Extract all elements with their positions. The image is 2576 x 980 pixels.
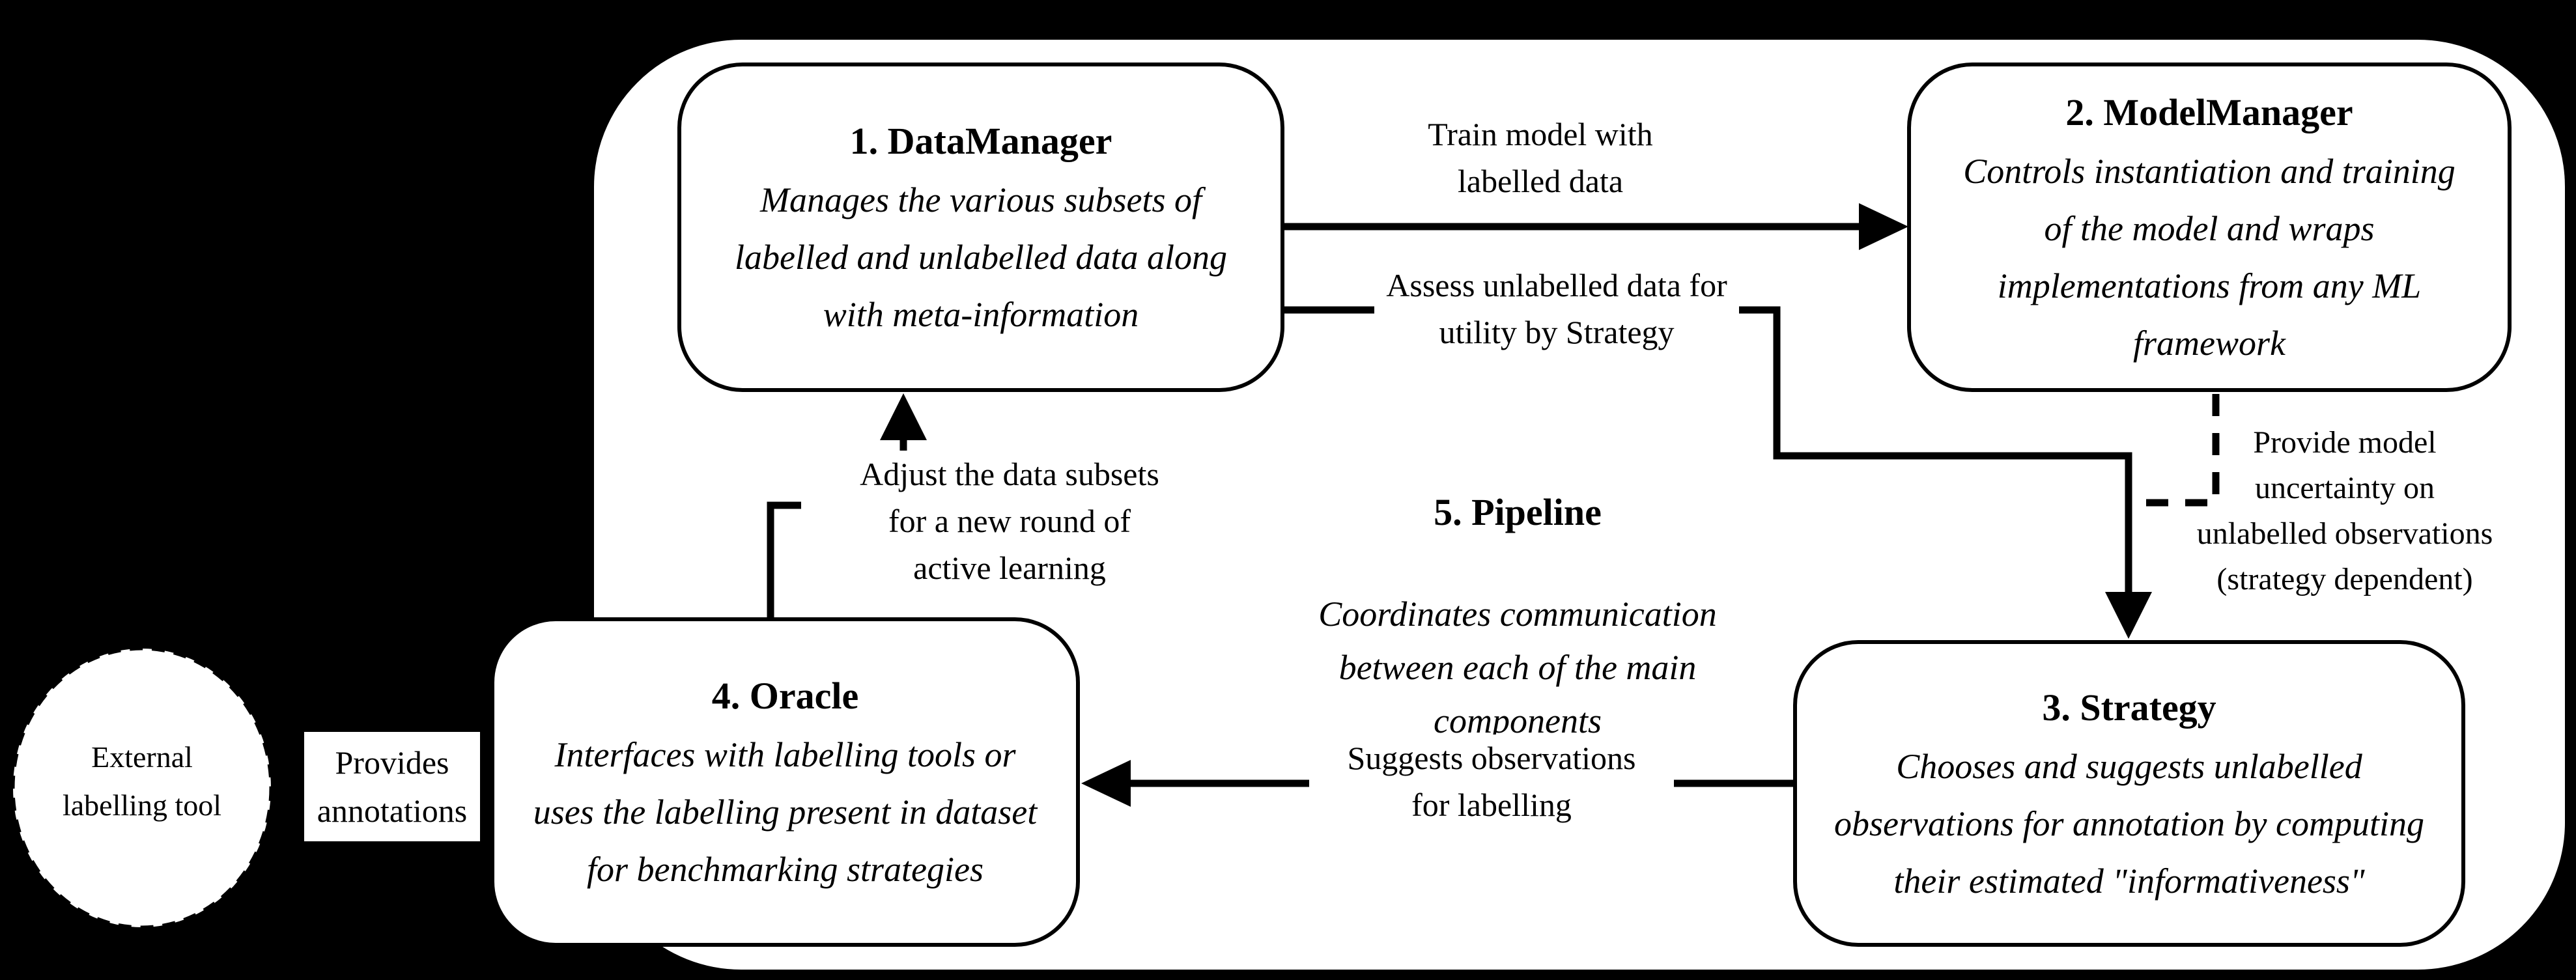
- data-manager-description: Manages the various subsets of labelled …: [735, 180, 1227, 334]
- edge-label-model-uncertainty: Provide model uncertainty on unlabelled …: [2196, 425, 2493, 596]
- strategy-title: 3. Strategy: [2042, 686, 2216, 729]
- arrowhead-into-strategy: [2105, 592, 2152, 639]
- node-oracle: 4. Oracle Interfaces with labelling tool…: [490, 617, 1080, 947]
- node-strategy: 3. Strategy Chooses and suggests unlabel…: [1793, 640, 2465, 947]
- pipeline-title: 5. Pipeline: [1434, 491, 1602, 533]
- model-manager-description: Controls instantiation and training of t…: [1963, 152, 2456, 363]
- edge-label-assess-unlabelled: Assess unlabelled data for utility by St…: [1374, 262, 1739, 356]
- edge-label-suggests-observations: Suggests observations for labelling: [1309, 735, 1674, 828]
- external-labelling-tool-label: External labelling tool: [62, 740, 221, 822]
- edge-label-train-model: Train model with labelled data: [1428, 116, 1653, 199]
- node-model-manager: 2. ModelManager Controls instantiation a…: [1907, 63, 2512, 392]
- node-data-manager: 1. DataManager Manages the various subse…: [677, 63, 1284, 392]
- arrowhead-into-datamanager: [880, 393, 927, 440]
- oracle-description: Interfaces with labelling tools or uses …: [533, 735, 1038, 889]
- pipeline-description: Coordinates communication between each o…: [1318, 595, 1717, 740]
- edge-label-adjust-subsets: Adjust the data subsets for a new round …: [801, 451, 1218, 591]
- external-labelling-tool-circle: [11, 647, 273, 929]
- oracle-title: 4. Oracle: [711, 675, 859, 717]
- model-manager-title: 2. ModelManager: [2065, 91, 2353, 133]
- edge-label-provides-annotations: Provides annotations: [304, 732, 480, 841]
- data-manager-title: 1. DataManager: [849, 120, 1112, 162]
- edge-model-uncertainty-dashed: [2134, 394, 2220, 507]
- strategy-description: Chooses and suggests unlabelled observat…: [1834, 746, 2424, 901]
- node-pipeline: 5. Pipeline Coordinates communication be…: [1224, 438, 1811, 794]
- arrowhead-into-oracle: [1081, 760, 1131, 807]
- arrowhead-into-modelmanager: [1859, 203, 1908, 250]
